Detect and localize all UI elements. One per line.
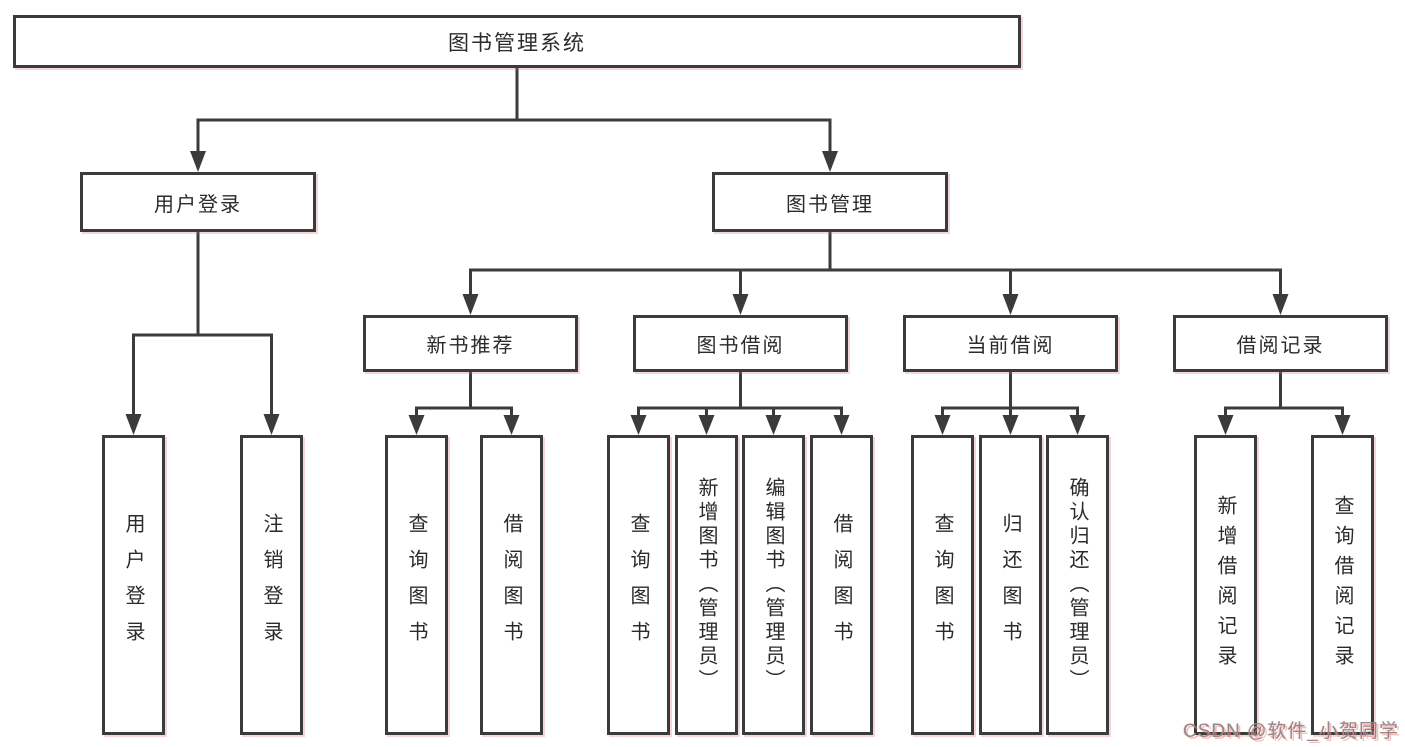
- leaf-user-login: 用户登录: [102, 435, 165, 735]
- leaf-borrow-books: 借阅图书: [810, 435, 873, 735]
- node-current-borrowing: 当前借阅: [903, 315, 1118, 372]
- node-new-book-recommendation: 新书推荐: [363, 315, 578, 372]
- leaf-query-borrow-record: 查询借阅记录: [1311, 435, 1374, 735]
- node-user-login: 用户登录: [80, 172, 316, 232]
- leaf-query-books-recommend: 查询图书: [385, 435, 448, 735]
- leaf-add-books-admin: 新增图书（管理员）: [675, 435, 738, 735]
- csdn-watermark: CSDN @软件_小贺同学: [1183, 721, 1399, 742]
- leaf-confirm-return-admin: 确认归还（管理员）: [1046, 435, 1109, 735]
- leaf-logout: 注销登录: [240, 435, 303, 735]
- leaf-query-books-borrowing: 查询图书: [607, 435, 670, 735]
- leaf-add-borrow-record: 新增借阅记录: [1194, 435, 1257, 735]
- leaf-borrow-books-recommend: 借阅图书: [480, 435, 543, 735]
- node-book-borrowing: 图书借阅: [633, 315, 848, 372]
- leaf-query-books-current: 查询图书: [911, 435, 974, 735]
- node-library-management-system: 图书管理系统: [13, 15, 1021, 68]
- leaf-return-books: 归还图书: [979, 435, 1042, 735]
- node-book-management: 图书管理: [712, 172, 948, 232]
- leaf-edit-books-admin: 编辑图书（管理员）: [742, 435, 805, 735]
- node-borrowing-records: 借阅记录: [1173, 315, 1388, 372]
